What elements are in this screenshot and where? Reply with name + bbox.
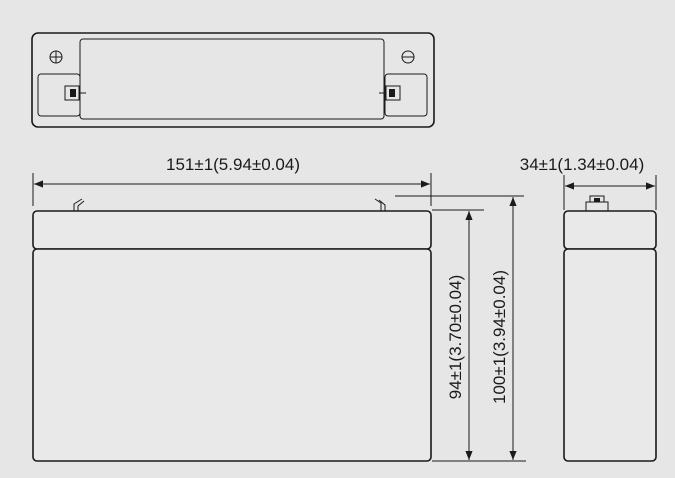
terminal-icon bbox=[37, 73, 86, 117]
terminal-icon bbox=[379, 73, 428, 117]
side-view bbox=[563, 195, 657, 462]
front-view bbox=[32, 198, 432, 462]
terminal-icon bbox=[585, 195, 609, 212]
length-dimension: 151±1(5.94±0.04) bbox=[32, 155, 432, 206]
top-view bbox=[31, 32, 435, 128]
width-label: 34±1(1.34±0.04) bbox=[520, 155, 645, 174]
total-height-label: 100±1(3.94±0.04) bbox=[490, 270, 509, 404]
screw-hole-icon bbox=[401, 50, 415, 64]
width-dimension: 34±1(1.34±0.04) bbox=[520, 155, 657, 210]
screw-hole-icon bbox=[49, 50, 63, 64]
height-dimensions: 94±1(3.70±0.04) 100±1(3.94±0.04) bbox=[395, 195, 526, 462]
length-label: 151±1(5.94±0.04) bbox=[166, 155, 300, 174]
container-height-label: 94±1(3.70±0.04) bbox=[446, 275, 465, 400]
